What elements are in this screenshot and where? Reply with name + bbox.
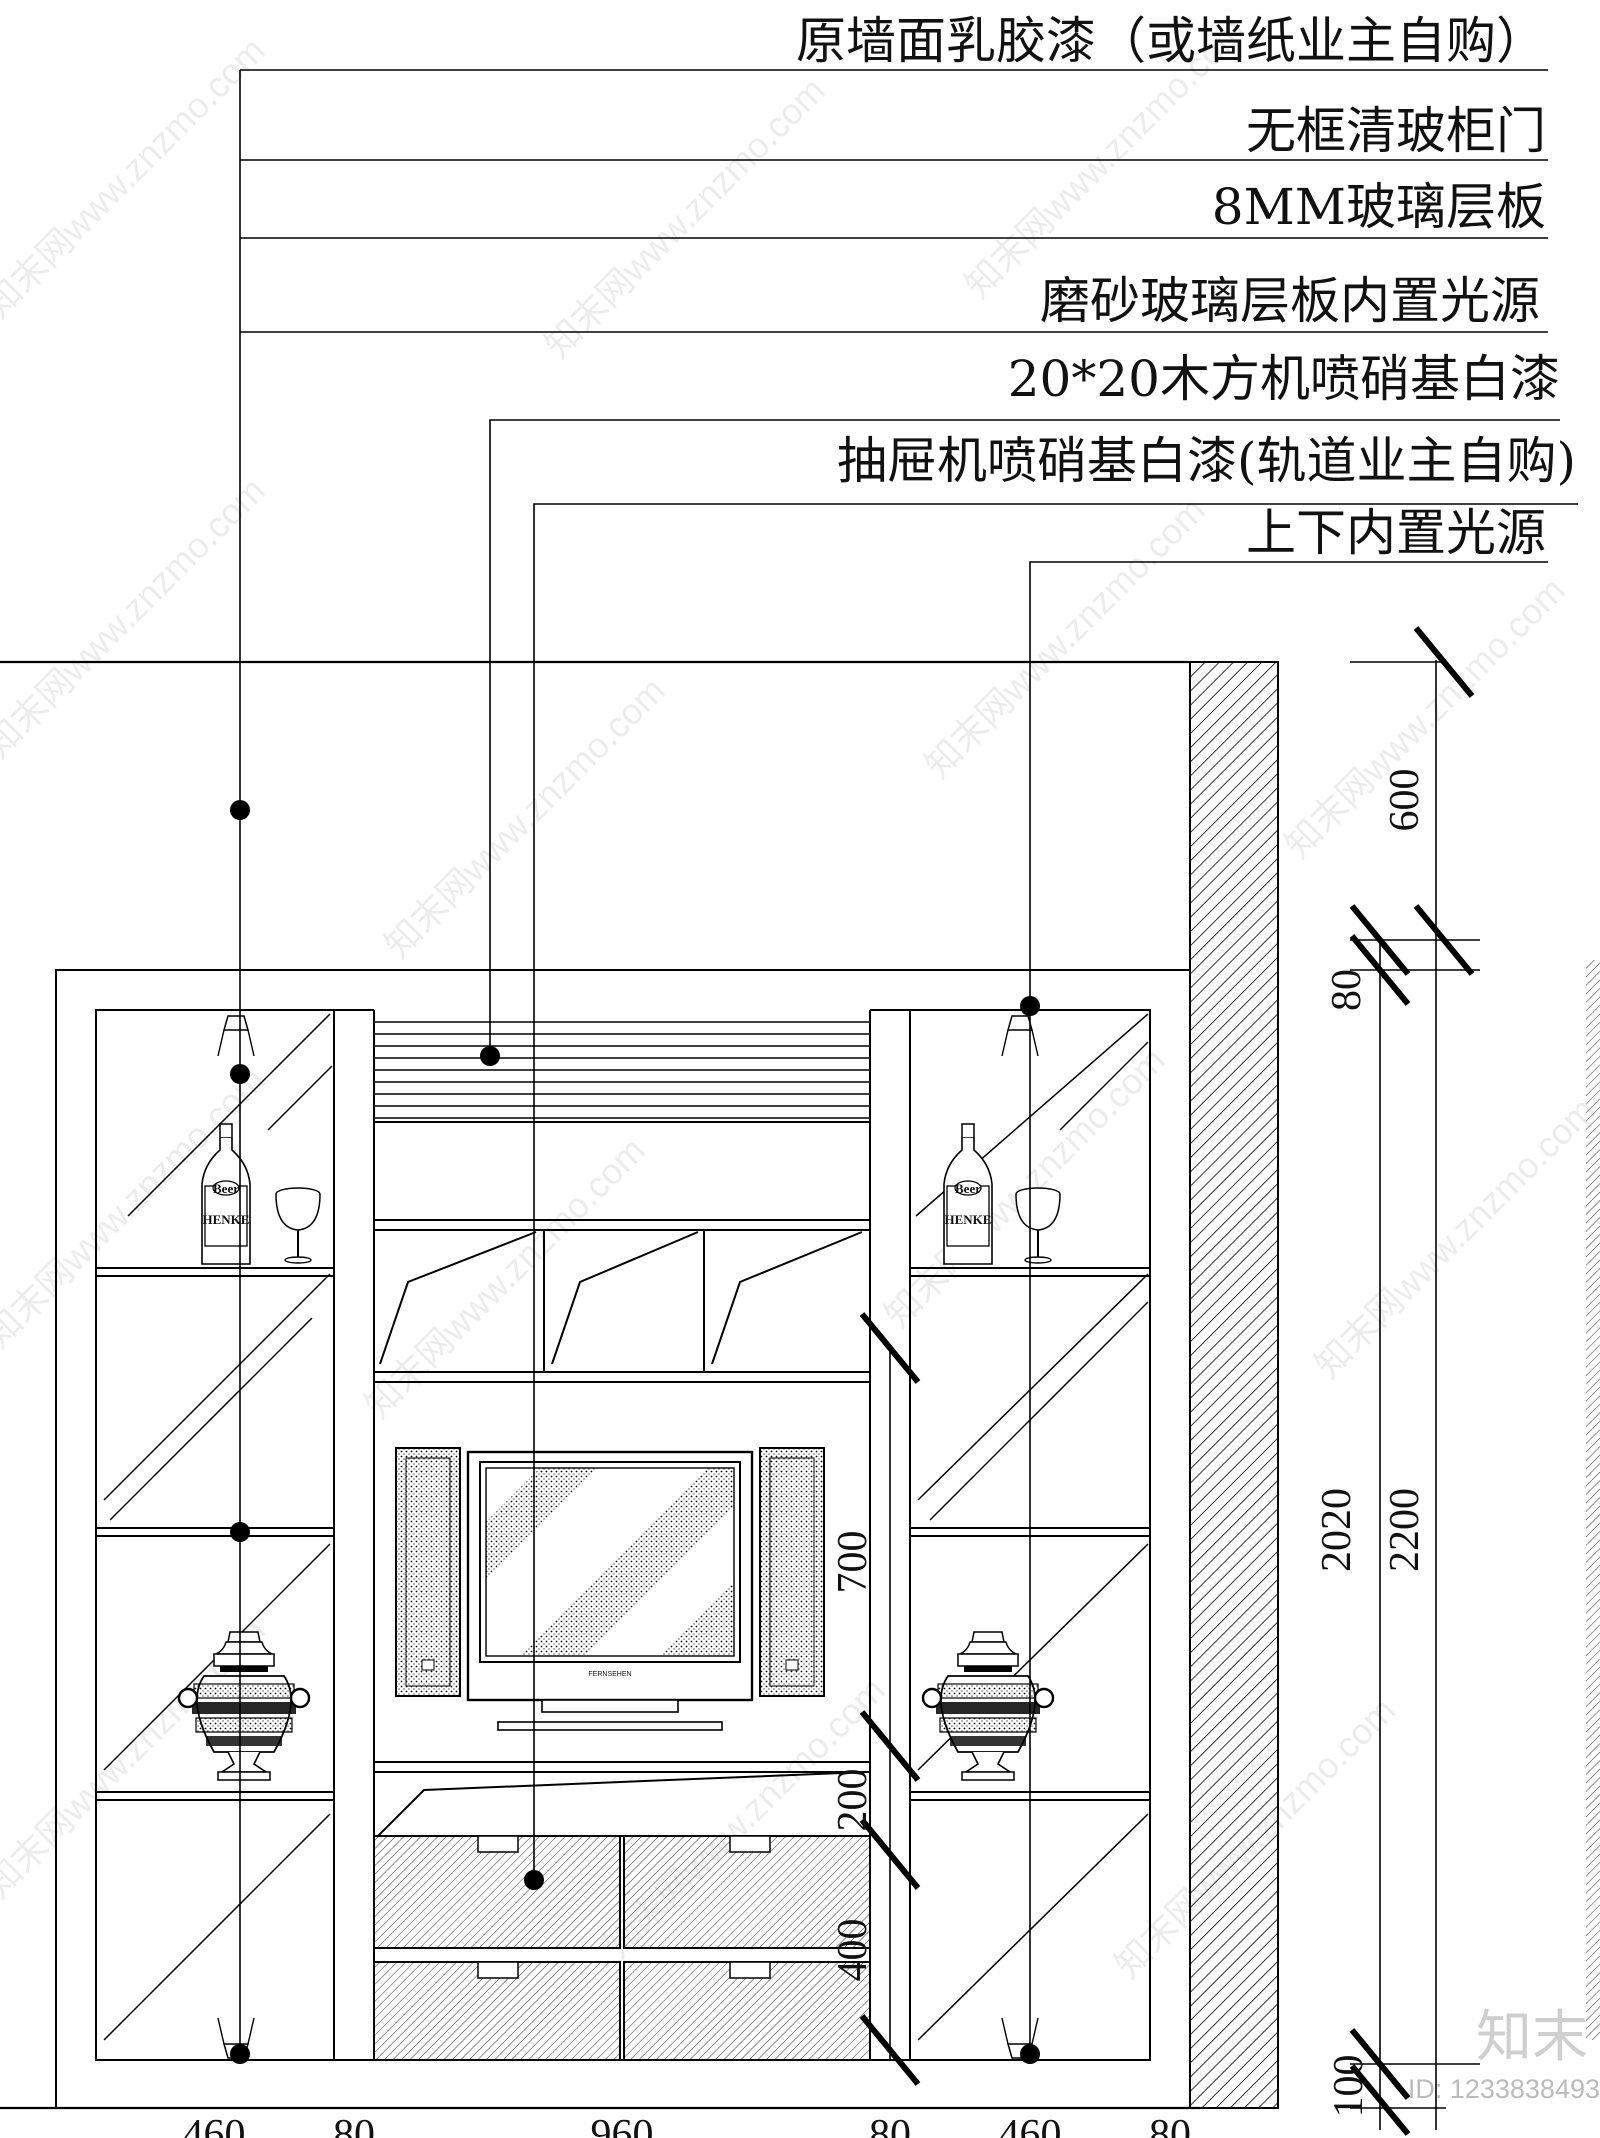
right-dimensions [1350,660,1480,2130]
callout-labels: 原墙面乳胶漆（或墙纸业主自购） 无框清玻柜门 8MM玻璃层板 磨砂玻璃层板内置光… [796,12,1576,562]
watermark-text: 知末网www.znzmo.com [877,1039,1173,1335]
leader-lines [239,69,1578,2054]
dim-bottom: 80 [1149,2112,1191,2138]
dim-80: 80 [1324,969,1370,1011]
drawer-handle [729,1835,771,1853]
logo-text: 知末 [1476,2005,1588,2070]
svg-text:Beer: Beer [955,1181,981,1196]
drawer-handle [477,1961,519,1979]
center-compartments [374,1219,870,1837]
wine-glass-left [275,1187,321,1264]
svg-text:HENKE: HENKE [945,1212,992,1227]
callout-wall-finish: 原墙面乳胶漆（或墙纸业主自购） [796,12,1546,70]
callout-frosted-shelf-light: 磨砂玻璃层板内置光源 [1040,272,1540,330]
dim-100: 100 [1326,2055,1372,2118]
speaker-left [395,1447,461,1697]
leader-dots [230,800,1040,2064]
watermark-text: 知末网www.znzmo.com [537,69,833,365]
dim-bottom: 460 [999,2112,1062,2138]
bottle-left: Beer HENKE [201,1123,251,1265]
resource-id: ID: 1233838493 [1408,2074,1600,2104]
dim-bottom: 460 [183,2112,246,2138]
bottle-right: Beer HENKE [943,1123,993,1265]
callout-glass-door: 无框清玻柜门 [1246,102,1546,160]
callout-glass-shelf: 8MM玻璃层板 [1212,178,1546,236]
drawer-handle [729,1961,771,1979]
dim-bottom: 80 [869,2112,911,2138]
dim-bottom: 960 [591,2112,654,2138]
site-logo: 知末 ID: 1233838493 [1408,2005,1600,2104]
svg-text:HENKE: HENKE [203,1212,250,1227]
louvre-panel [374,1021,870,1123]
dim-2200: 2200 [1382,1488,1428,1572]
watermark-text: 知末网www.znzmo.com [0,29,273,325]
callout-drawer: 抽屉机喷硝基白漆(轨道业主自购) [837,432,1576,490]
svg-text:Beer: Beer [213,1181,239,1196]
watermark-text: 知末网www.znzmo.com [1307,1089,1600,1385]
drawer-handle [477,1835,519,1853]
dim-400: 400 [830,1919,876,1982]
side-wall [1189,661,1279,2109]
callout-lights: 上下内置光源 [1246,504,1546,562]
watermark-text: 知末网www.znzmo.com [0,469,273,765]
drawers [373,1835,871,2061]
dim-bottom: 80 [333,2112,375,2138]
dim-700: 700 [830,1531,876,1594]
edge-wall [1586,960,1600,2040]
speaker-right [759,1447,825,1697]
dim-600: 600 [1382,769,1428,832]
tv-brand: FERNSEHEN [588,1671,631,1678]
vase-right [921,1630,1055,1782]
watermark-text: 知末网www.znzmo.com [917,489,1213,785]
dim-200: 200 [830,1769,876,1832]
watermark-text: 知末网www.znzmo.com [377,669,673,965]
dimension-labels: 600 80 2020 2200 100 700 200 400 [830,769,1428,2118]
tv-set: FERNSEHEN [395,1447,825,1731]
dim-2020: 2020 [1314,1488,1360,1572]
wine-glass-right [1015,1187,1061,1264]
callout-wood-batten: 20*20木方机喷硝基白漆 [1008,350,1560,408]
bottom-dimensions: 460 80 960 80 460 80 [183,2112,1192,2138]
